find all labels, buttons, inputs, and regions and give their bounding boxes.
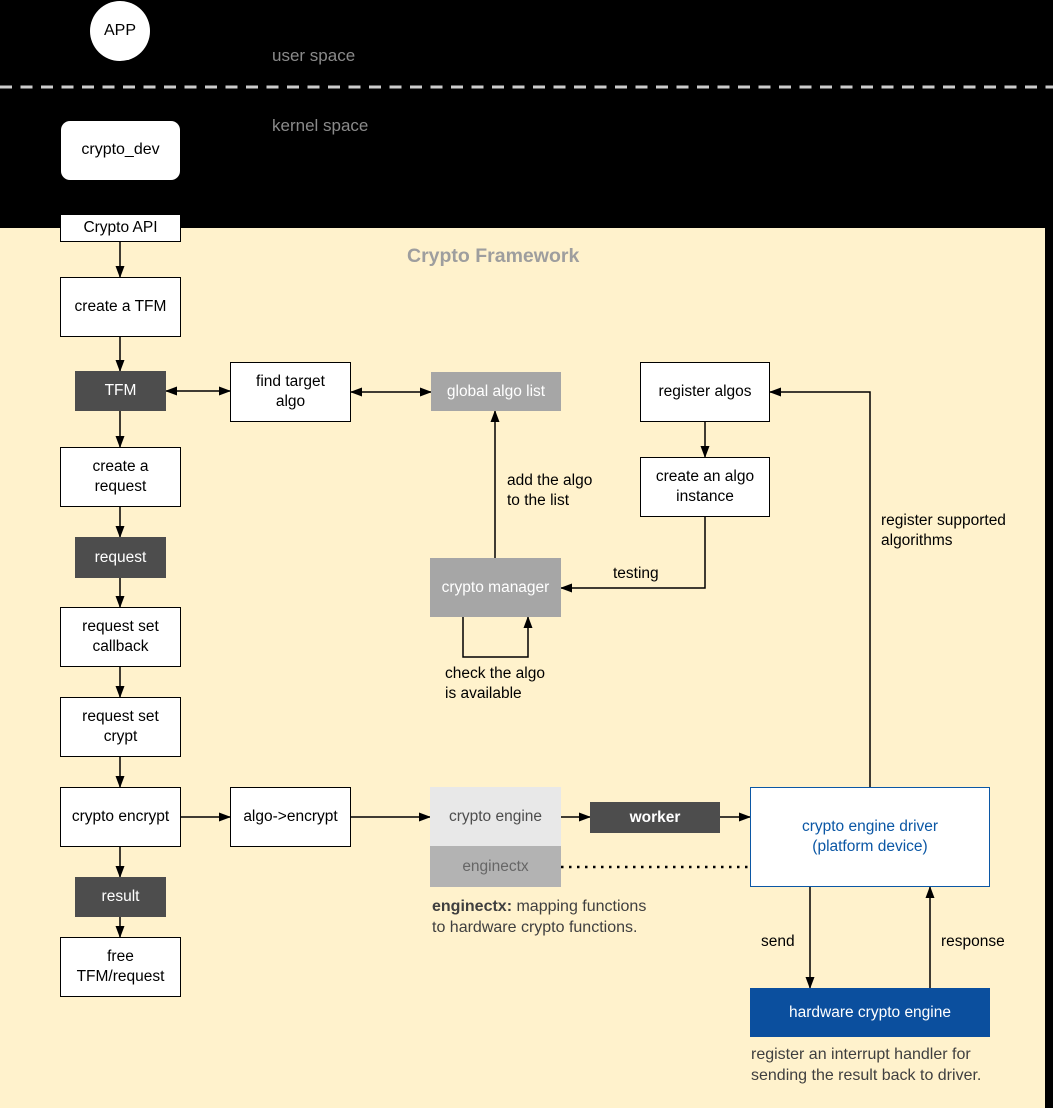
node-crypto-engine: crypto engine [430, 787, 561, 846]
caption-enginectx: enginectx: mapping functions to hardware… [432, 896, 646, 938]
node-result: result [75, 877, 166, 917]
node-free-tfm-request: free TFM/request [60, 937, 181, 997]
node-tfm: TFM [75, 371, 166, 411]
node-request-set-crypt: request set crypt [60, 697, 181, 757]
node-crypto-api: Crypto API [60, 214, 181, 242]
label-register-supported: register supported algorithms [881, 512, 1006, 550]
label-add-the-algo: add the algo to the list [507, 472, 593, 510]
framework-title: Crypto Framework [407, 245, 580, 267]
caption-enginectx-bold: enginectx: [432, 898, 513, 915]
node-create-request: create a request [60, 447, 181, 507]
app-label: APP [103, 22, 136, 39]
node-worker: worker [590, 802, 720, 833]
caption-hardware-engine: register an interrupt handler for sendin… [751, 1046, 982, 1085]
kernel-space-label: kernel space [272, 116, 369, 135]
node-find-target-algo: find target algo [230, 362, 351, 422]
node-crypto-encrypt: crypto encrypt [60, 787, 181, 847]
caption-enginectx-rest: mapping functions to hardware crypto fun… [432, 898, 647, 937]
node-create-algo-instance: create an algo instance [640, 457, 770, 517]
node-crypto-manager: crypto manager [430, 558, 561, 617]
user-space-label: user space [272, 46, 356, 65]
node-crypto-engine-driver: crypto engine driver (platform device) [750, 787, 990, 887]
node-create-tfm: create a TFM [60, 277, 181, 337]
crypto-dev-node: crypto_dev [61, 121, 180, 180]
node-hardware-crypto-engine: hardware crypto engine [750, 988, 990, 1037]
node-enginectx: enginectx [430, 846, 561, 887]
node-register-algos: register algos [640, 362, 770, 422]
label-check-the-algo: check the algo is available [445, 665, 545, 703]
label-response: response [941, 933, 1005, 950]
node-request-set-callback: request set callback [60, 607, 181, 667]
node-algo-encrypt: algo->encrypt [230, 787, 351, 847]
node-request: request [75, 537, 166, 578]
label-send: send [761, 933, 795, 950]
label-testing: testing [613, 565, 659, 582]
node-global-algo-list: global algo list [431, 372, 561, 411]
app-node: APP [90, 1, 150, 61]
